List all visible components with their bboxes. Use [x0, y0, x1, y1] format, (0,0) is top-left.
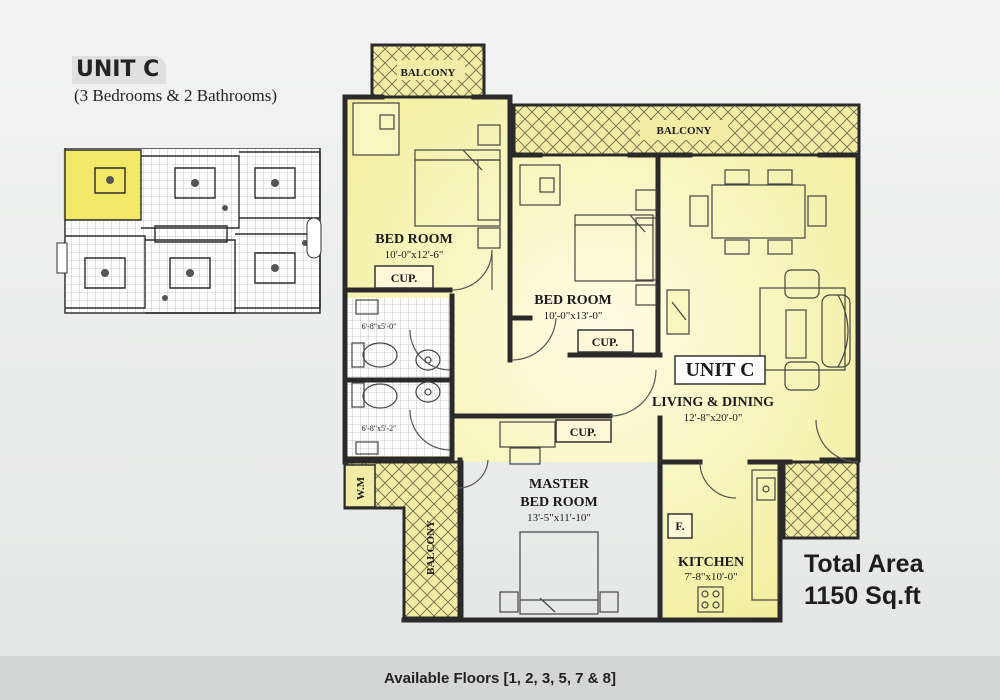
door-swings	[409, 249, 859, 499]
furniture	[351, 102, 851, 615]
master-name-2: BED ROOM	[520, 495, 597, 510]
cupboard-label-2: CUP.	[592, 335, 619, 349]
balcony-label-top-right: BALCONY	[656, 125, 711, 137]
footer-bar: Available Floors [1, 2, 3, 5, 7 & 8]	[0, 656, 1000, 700]
balcony-kitchen	[782, 460, 860, 540]
total-area: Total Area 1150 Sq.ft	[804, 548, 923, 612]
available-floors: Available Floors [1, 2, 3, 5, 7 & 8]	[383, 670, 617, 687]
toilet2-size: 6'-8"x5'-2"	[362, 424, 397, 433]
walls	[342, 94, 861, 623]
kitchen-size: 7'-8"x10'-0"	[684, 571, 737, 583]
washing-machine	[344, 464, 376, 508]
cupboard-master	[555, 419, 612, 443]
fridge	[667, 513, 693, 539]
unit-subtitle: (3 Bedrooms & 2 Bathrooms)	[74, 86, 278, 105]
wm-label: W.M	[355, 476, 367, 500]
toilet1-size: 6'-8"x5'-0"	[362, 322, 397, 331]
living-size: 12'-8"x20'-0"	[684, 412, 743, 424]
unit-tag-box	[674, 355, 766, 385]
master-size: 13'-5"x11'-10"	[527, 512, 591, 524]
living-name: LIVING & DINING	[652, 395, 774, 410]
kitchen-name: KITCHEN	[678, 555, 744, 570]
bedroom1-name: BED ROOM	[375, 232, 452, 247]
bedroom2-size: 10'-0"x13'-0"	[544, 310, 603, 322]
key-plan	[56, 148, 322, 314]
unit-title: UNIT C	[72, 56, 166, 84]
bedroom1-size: 10'-0"x12'-6"	[385, 249, 444, 261]
cupboard-bedroom2	[577, 329, 634, 353]
fridge-label: F.	[675, 519, 684, 533]
bedroom2-name: BED ROOM	[534, 293, 611, 308]
key-plan-unit-c-highlight	[63, 150, 141, 220]
floor-plan: BALCONY BALCONY BALCONY W.M BED ROOM 10'…	[342, 43, 861, 623]
total-area-label: Total Area	[804, 550, 924, 578]
balcony-label-left: BALCONY	[425, 520, 437, 575]
unit-tag-label: UNIT C	[685, 359, 754, 381]
cupboard-bedroom1	[374, 265, 434, 289]
cupboard-label-1: CUP.	[391, 271, 418, 285]
master-name-1: MASTER	[529, 477, 590, 492]
cupboard-label-master: CUP.	[570, 425, 597, 439]
balcony-label-top-left: BALCONY	[400, 67, 455, 79]
total-area-value: 1150 Sq.ft	[804, 582, 921, 610]
